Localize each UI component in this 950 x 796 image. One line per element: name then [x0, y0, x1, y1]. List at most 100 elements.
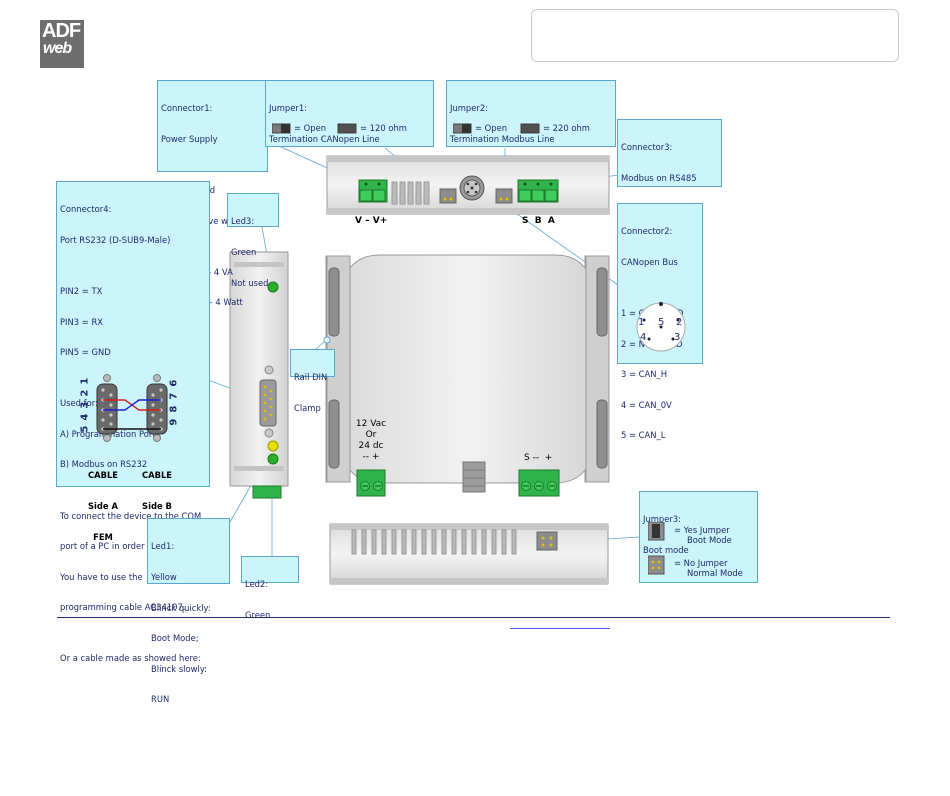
front-center-connector — [462, 461, 486, 493]
callout-line: PIN5 = GND — [60, 347, 111, 358]
jumper2-header — [495, 188, 513, 204]
top-power-terminal — [358, 179, 388, 203]
callout-line: Connector2: — [621, 226, 673, 237]
callout-line: PIN3 = RX — [60, 316, 104, 327]
callout-line: Connector1: — [161, 103, 213, 114]
callout-line: Jumper3: — [643, 514, 681, 525]
cable-label-line: Side B — [142, 501, 172, 512]
jumper2-callout: Jumper2: Termination Modbus Line = Open … — [446, 80, 616, 147]
callout-line: Modbus on RS485 — [621, 173, 697, 184]
canopen-pinout-diagram — [636, 302, 686, 352]
side-b-pin: 6 — [168, 379, 180, 387]
footer-divider — [57, 617, 890, 618]
led1-callout: Led1: Yellow Blinck quickly: Boot Mode; … — [147, 518, 230, 704]
side-a-pin: 1 — [79, 377, 91, 385]
callout-line: Led3: — [231, 216, 255, 227]
callout-line: Power Supply — [161, 134, 218, 145]
callout-line: Blinck quickly: — [151, 602, 211, 613]
jumper3-header — [536, 531, 558, 551]
callout-line: Clamp — [294, 403, 321, 414]
cable-label-line: CABLE — [87, 470, 119, 481]
jumper3-legend-icons — [648, 522, 665, 575]
callout-line: Green — [231, 247, 257, 258]
callout-line: Blinck slowly: — [151, 663, 207, 674]
callout-line: Rail DIN — [294, 372, 328, 383]
callout-line: 4 = CAN_0V — [621, 399, 672, 410]
callout-line: Yellow — [151, 572, 177, 583]
callout-line: Green — [245, 610, 271, 621]
callout-line: Connector4: — [60, 204, 112, 215]
side-a-pin: 4 — [79, 413, 91, 421]
pin-label: 2 — [676, 317, 683, 328]
callout-line: Termination CANopen Line — [269, 134, 380, 145]
side-b-pin: 7 — [168, 392, 180, 400]
jumper1-legend-icons — [272, 123, 357, 134]
led2-light — [267, 453, 279, 465]
front-rs485-terminal — [518, 469, 560, 497]
callout-line: 5 = CAN_L — [621, 430, 666, 441]
power-label-line: 12 Vac — [355, 419, 387, 429]
callout-line: Port RS232 (D-SUB9-Male) — [60, 235, 171, 246]
led3-light — [267, 281, 279, 293]
callout-line: Used for: — [60, 398, 98, 409]
callout-line: You have to use the — [60, 571, 143, 582]
device-diagram — [207, 141, 641, 585]
rail-clamp-point — [323, 336, 331, 344]
side-b-pin: 9 — [168, 418, 180, 426]
pin-label: 1 — [638, 317, 645, 328]
callout-line: = Yes Jumper — [674, 525, 730, 535]
front-power-terminal — [356, 469, 386, 497]
led3-callout: Led3: Green Not used — [227, 193, 279, 288]
jumper1-callout: Jumper1: Termination CANopen Line = Open… — [265, 80, 434, 147]
power-label-line: 24 dc — [358, 441, 384, 451]
top-rs485-label: S B A — [522, 216, 555, 226]
callout-line: Not used — [231, 277, 269, 288]
connector3-callout: Connector3: Modbus on RS485 S = Shield B… — [617, 119, 722, 295]
jumper2-open-label: = Open — [475, 123, 508, 133]
callout-line: To connect the device to the COM — [60, 510, 202, 521]
cable-label-line: CABLE — [141, 470, 173, 481]
pin-label: 3 — [674, 332, 681, 343]
callout-line: Jumper2: — [450, 103, 488, 114]
led1-light — [267, 440, 279, 452]
jumper1-closed-label: = 120 ohm — [360, 123, 407, 133]
adfweb-logo: ADF web — [40, 20, 84, 68]
callout-line: Jumper1: — [269, 103, 307, 114]
rail-din-callout: Rail DIN Clamp — [290, 349, 335, 413]
connector2-callout: Connector2: CANopen Bus 1 = CAN_SHLD 2 =… — [617, 203, 703, 440]
callout-line: 3 = CAN_H — [621, 369, 667, 380]
cable-label-line: Side A — [88, 501, 118, 512]
top-vents — [391, 181, 430, 205]
pin-label: 4 — [640, 332, 647, 343]
side-a-pin: 2 — [79, 389, 91, 397]
callout-line: CANopen Bus — [621, 257, 678, 268]
power-label-line: -- + — [362, 452, 380, 462]
side-b-pin: 8 — [168, 405, 180, 413]
led2-callout: Led2: Green — [241, 556, 299, 620]
bottom-vents — [351, 529, 517, 555]
side-terminal — [252, 485, 282, 499]
callout-line: PIN2 = TX — [60, 286, 103, 297]
front-rs485-label: S -- + — [524, 453, 553, 463]
jumper2-legend-icons — [453, 123, 540, 134]
callout-line: Boot mode — [643, 545, 689, 556]
logo-text-top: ADF — [42, 20, 81, 42]
callout-line: B) Modbus on RS232 — [60, 459, 148, 470]
rs232-cable-diagram — [96, 374, 168, 442]
pin-label: 5 — [658, 317, 665, 328]
callout-line: Boot Mode — [687, 535, 732, 546]
connector1-callout: Connector1: Power Supply V- = Ground V+ … — [157, 80, 268, 307]
callout-line: = No Jumper — [674, 558, 728, 568]
callout-line: Led1: — [151, 541, 175, 552]
logo-text-bottom: web — [43, 40, 72, 57]
callout-line: Led2: — [245, 579, 269, 590]
callout-line: Or a cable made as showed here: — [60, 653, 201, 664]
jumper1-header — [439, 188, 457, 204]
top-power-label: V – V+ — [355, 216, 388, 226]
side-a-pin: 5 — [79, 425, 91, 433]
footer-link-underline[interactable] — [510, 628, 610, 629]
header-info-box — [531, 9, 899, 62]
